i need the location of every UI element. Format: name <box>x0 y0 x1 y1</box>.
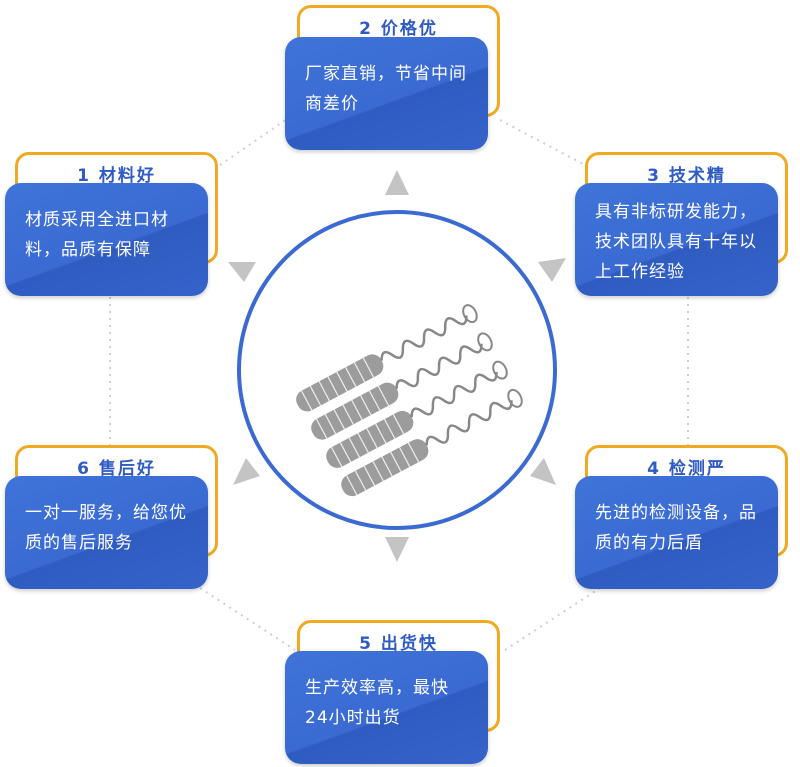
feature-title-4: 4 检测严 <box>647 459 726 479</box>
feature-card-6: 一对一服务，给您优质的售后服务 <box>5 476 208 589</box>
feature-title-5: 5 出货快 <box>359 634 438 654</box>
arrow-downleft-icon <box>233 458 260 485</box>
feature-card-2: 厂家直销，节省中间商差价 <box>285 37 488 150</box>
product-circle <box>237 210 557 530</box>
arrow-upleft-icon <box>228 262 256 282</box>
arrow-downright-icon <box>530 458 556 485</box>
feature-title-1: 1 材料好 <box>77 166 156 186</box>
feature-card-5: 生产效率高，最快24小时出货 <box>285 651 488 764</box>
feature-title-6: 6 售后好 <box>77 459 156 479</box>
feature-card-1: 材质采用全进口材料，品质有保障 <box>5 183 208 296</box>
feature-title-2: 2 价格优 <box>359 19 438 39</box>
springs-image <box>296 304 527 501</box>
arrow-icons <box>228 170 566 562</box>
feature-card-3: 具有非标研发能力，技术团队具有十年以上工作经验 <box>575 183 778 296</box>
arrow-down-icon <box>385 537 409 562</box>
arrow-up-icon <box>385 170 409 195</box>
arrow-upright-icon <box>538 258 566 282</box>
feature-title-3: 3 技术精 <box>647 166 726 186</box>
feature-card-4: 先进的检测设备，品质的有力后盾 <box>575 476 778 589</box>
